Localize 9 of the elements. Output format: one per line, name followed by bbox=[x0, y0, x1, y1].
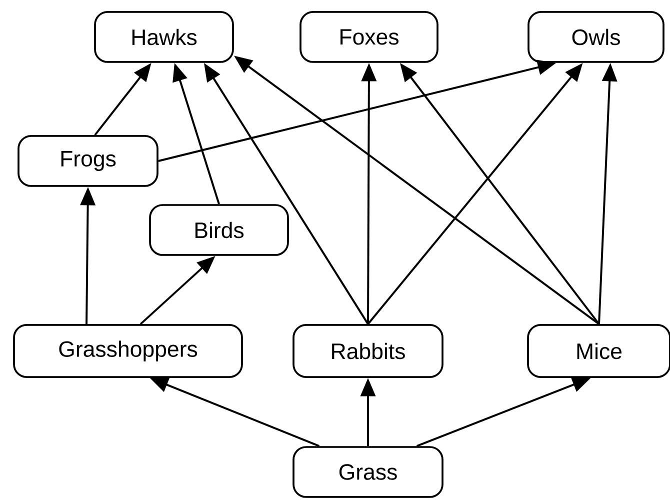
node-box: Frogs bbox=[18, 135, 158, 187]
node-box: Foxes bbox=[300, 11, 438, 63]
node-box: Rabbits bbox=[292, 324, 444, 378]
node-box: Owls bbox=[528, 11, 664, 63]
node-box: Mice bbox=[527, 324, 670, 378]
node-box: Grasshoppers bbox=[13, 324, 243, 378]
node-box: Hawks bbox=[94, 11, 234, 63]
node-box: Grass bbox=[292, 446, 444, 498]
node-box: Birds bbox=[149, 204, 289, 256]
